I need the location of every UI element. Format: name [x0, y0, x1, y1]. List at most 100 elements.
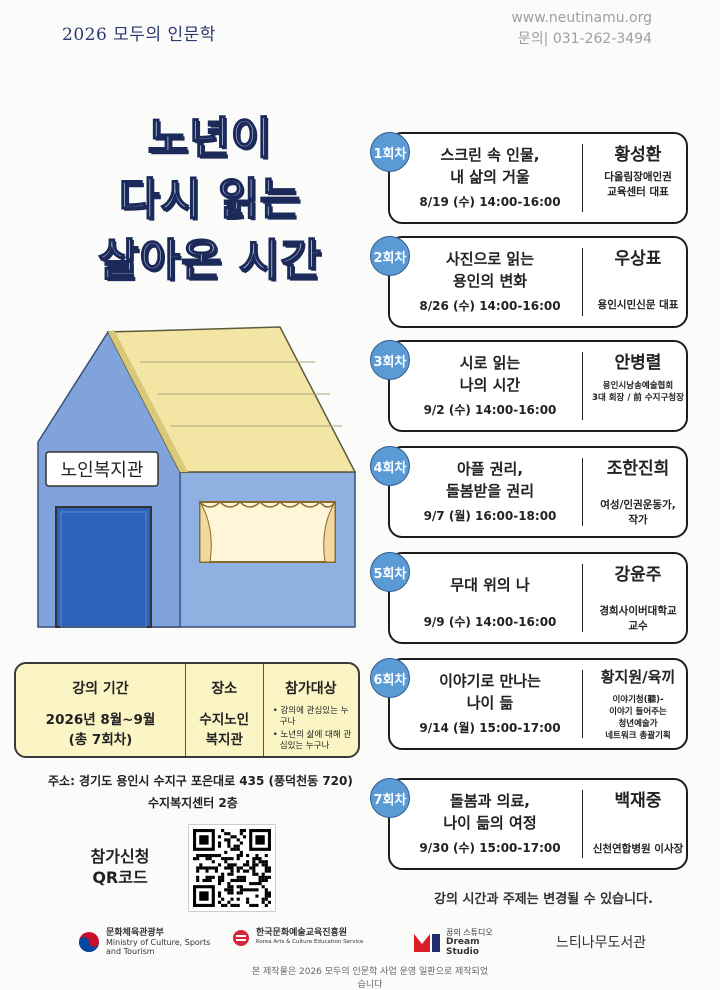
session-time: 8/26 (수) 14:00-16:00	[419, 299, 561, 313]
logo-neutinamu-text: 느티나무도서관	[556, 935, 647, 951]
session-time: 9/14 (월) 15:00-17:00	[419, 721, 561, 735]
title-line-1: 노년이	[147, 112, 273, 165]
session-speaker: 황지원/육끼	[600, 668, 676, 686]
session-badge: 6회차	[370, 658, 410, 698]
house-sign-text: 노인복지관	[61, 460, 144, 481]
session-divider	[582, 458, 583, 526]
period-label: 강의 기간	[72, 681, 129, 697]
period-total: (총 7회차)	[68, 732, 133, 748]
session-time: 9/9 (수) 14:00-16:00	[423, 615, 557, 629]
session-divider	[582, 248, 583, 316]
session-box: 아플 권리,돌봄받을 권리 9/7 (월) 16:00-18:00 조한진희 여…	[388, 446, 688, 538]
session-card-1: 스크린 속 인물,내 삶의 거울 8/19 (수) 14:00-16:00 황성…	[370, 132, 700, 226]
session-badge: 7회차	[370, 778, 410, 818]
arte-symbol-icon	[233, 929, 249, 946]
info-box: 강의 기간 2026년 8월~9월 (총 7회차) 장소 수지노인 복지관 참가…	[14, 662, 360, 758]
session-divider	[582, 352, 583, 420]
target-column: 참가대상 강의에 관심있는 누구나 노년의 삶에 대해 관심있는 누구나	[262, 664, 358, 756]
session-speaker: 강윤주	[614, 565, 662, 585]
apply-label: 참가신청 QR코드	[70, 846, 170, 888]
session-card-7: 돌봄과 의료,나이 듦의 여정 9/30 (수) 15:00-17:00 백재중…	[370, 778, 700, 872]
qr-code[interactable]	[188, 824, 276, 912]
target-item: 강의에 관심있는 누구나	[273, 706, 355, 728]
session-speaker: 안병렬	[614, 353, 662, 373]
place-label: 장소	[211, 681, 238, 697]
address-line-2: 수지복지센터 2층	[148, 796, 238, 810]
series-title: 2026 모두의 인문학	[62, 25, 216, 45]
session-topic: 아플 권리,돌봄받을 권리	[445, 460, 535, 500]
target-label: 참가대상	[285, 681, 337, 697]
session-affiliation: 신천연합병원 이사장	[592, 843, 684, 855]
title-line-3: 살아온 시간	[97, 234, 322, 287]
session-speaker: 백재중	[614, 791, 662, 811]
address-line-1: 주소: 경기도 용인시 수지구 포은대로 435 (풍덕천동 720)	[48, 774, 353, 788]
contact-info: www.neutinamu.org 문의| 031-262-3494	[511, 8, 652, 50]
session-topic: 돌봄과 의료,나이 듦의 여정	[443, 792, 537, 832]
taegeuk-icon	[79, 932, 99, 952]
session-box: 돌봄과 의료,나이 듦의 여정 9/30 (수) 15:00-17:00 백재중…	[388, 778, 688, 870]
target-list: 강의에 관심있는 누구나 노년의 삶에 대해 관심있는 누구나	[267, 706, 355, 754]
place-value-1: 수지노인	[199, 712, 250, 728]
session-speaker: 황성환	[614, 145, 662, 165]
house-illustration: 노인복지관	[37, 326, 357, 628]
session-badge: 2회차	[370, 236, 410, 276]
poster-title: 노년이 다시 읽는 살아온 시간	[60, 108, 360, 291]
session-box: 무대 위의 나 9/9 (수) 14:00-16:00 강윤주 경희사이버대학교…	[388, 552, 688, 644]
logo-neutinamu: 느티나무도서관	[556, 932, 646, 952]
target-item: 노년의 삶에 대해 관심있는 누구나	[273, 730, 355, 752]
session-badge: 4회차	[370, 446, 410, 486]
phone-text: 문의| 031-262-3494	[517, 31, 652, 47]
session-box: 스크린 속 인물,내 삶의 거울 8/19 (수) 14:00-16:00 황성…	[388, 132, 688, 224]
session-divider	[582, 144, 583, 212]
session-badge: 5회차	[370, 552, 410, 592]
session-affiliation: 여성/인권운동가,작가	[600, 499, 676, 526]
place-column: 장소 수지노인 복지관	[185, 664, 263, 756]
session-time: 8/19 (수) 14:00-16:00	[419, 195, 561, 209]
change-notice: 강의 시간과 주제는 변경될 수 있습니다.	[434, 892, 653, 907]
session-time: 9/30 (수) 15:00-17:00	[419, 841, 561, 855]
session-card-5: 무대 위의 나 9/9 (수) 14:00-16:00 강윤주 경희사이버대학교…	[370, 552, 700, 646]
session-topic: 무대 위의 나	[450, 576, 530, 594]
title-line-2: 다시 읽는	[118, 173, 302, 226]
session-speaker: 우상표	[614, 249, 662, 269]
qr-code-image	[193, 829, 271, 907]
session-divider	[582, 564, 583, 632]
session-badge: 1회차	[370, 132, 410, 172]
period-value: 2026년 8월~9월	[45, 712, 156, 728]
session-affiliation: 용인시민신문 대표	[597, 299, 679, 311]
address: 주소: 경기도 용인시 수지구 포은대로 435 (풍덕천동 720) 수지복지…	[48, 770, 353, 814]
dream-studio-icon	[414, 933, 440, 952]
session-divider	[582, 670, 583, 738]
apply-line-2: QR코드	[92, 868, 148, 887]
period-column: 강의 기간 2026년 8월~9월 (총 7회차)	[16, 664, 185, 756]
place-value-2: 복지관	[205, 732, 243, 748]
session-time: 9/2 (수) 14:00-16:00	[423, 403, 557, 417]
website-text: www.neutinamu.org	[511, 10, 652, 26]
session-card-4: 아플 권리,돌봄받을 권리 9/7 (월) 16:00-18:00 조한진희 여…	[370, 446, 700, 540]
footer-credit: 본 제작물은 2026 모두의 인문학 사업 운영 일환으로 제작되었습니다	[251, 967, 489, 990]
apply-line-1: 참가신청	[90, 847, 150, 866]
session-badge: 3회차	[370, 340, 410, 380]
session-topic: 스크린 속 인물,내 삶의 거울	[440, 146, 540, 186]
session-time: 9/7 (월) 16:00-18:00	[423, 509, 557, 523]
session-speaker: 조한진희	[606, 459, 670, 479]
